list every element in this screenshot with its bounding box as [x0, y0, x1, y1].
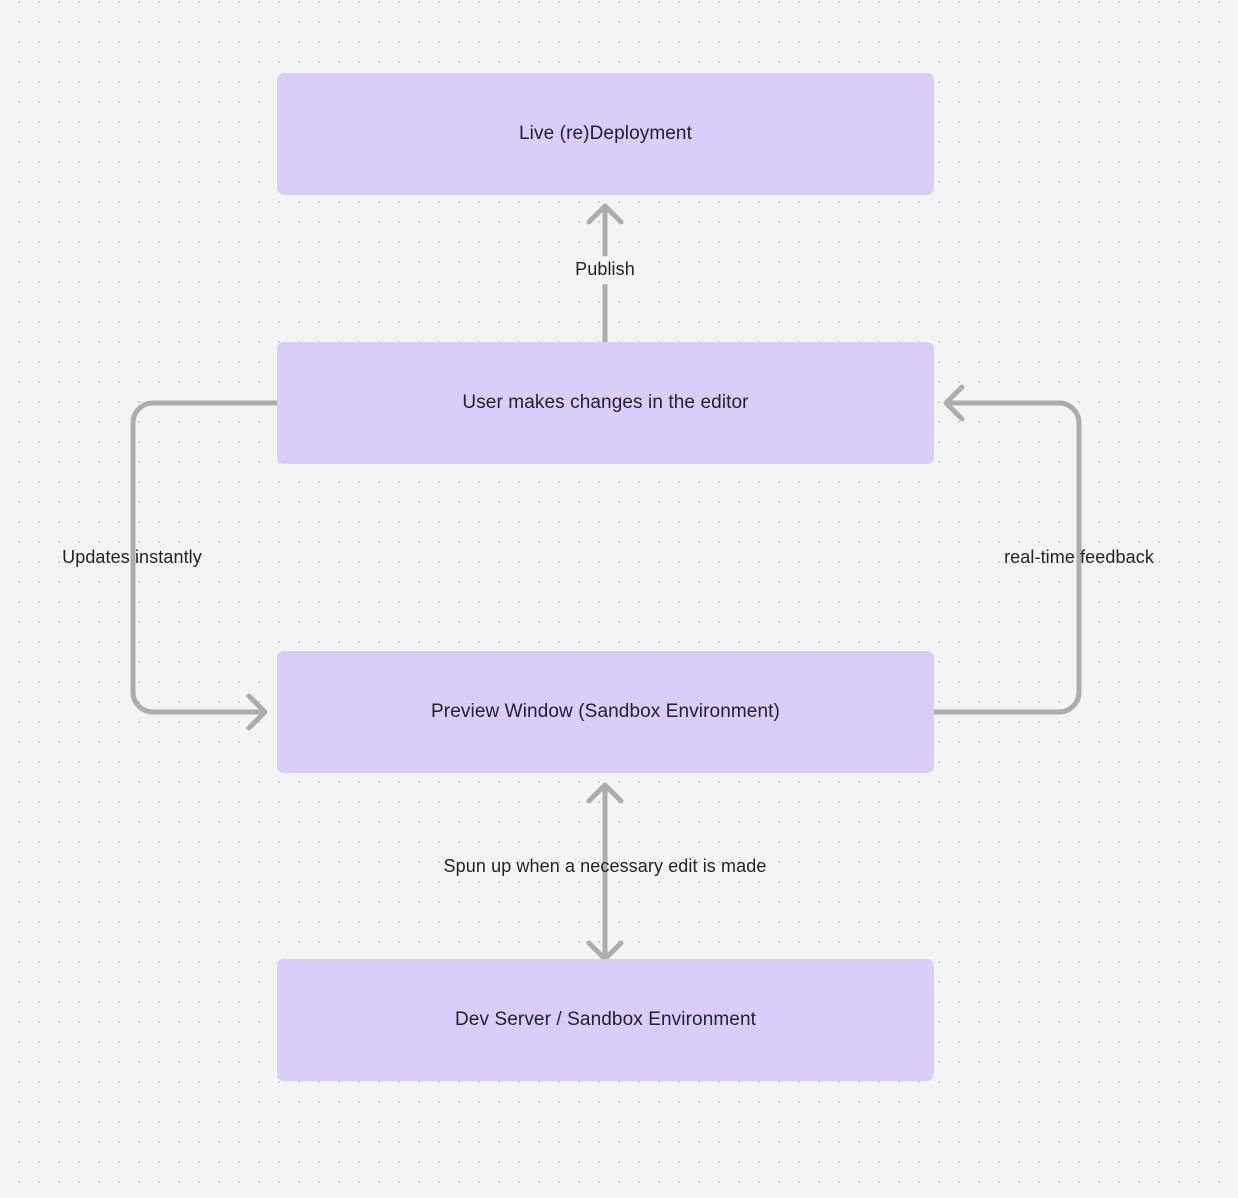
node-user-edits[interactable]: User makes changes in the editor [277, 342, 934, 464]
node-dev-server[interactable]: Dev Server / Sandbox Environment [277, 959, 934, 1081]
edge-label-publish: Publish [569, 256, 641, 284]
node-label-dev-server: Dev Server / Sandbox Environment [454, 1009, 756, 1031]
node-preview-window[interactable]: Preview Window (Sandbox Environment) [277, 651, 934, 773]
node-label-preview-window: Preview Window (Sandbox Environment) [431, 701, 780, 723]
node-live-deployment[interactable]: Live (re)Deployment [277, 73, 934, 195]
node-label-live-deployment: Live (re)Deployment [519, 123, 692, 145]
edge-label-spun-up: Spun up when a necessary edit is made [443, 856, 767, 877]
node-label-user-edits: User makes changes in the editor [462, 392, 749, 414]
edge-label-real-time-feedback: real-time feedback [1004, 547, 1154, 568]
edge-label-updates-instantly: Updates instantly [62, 547, 202, 568]
